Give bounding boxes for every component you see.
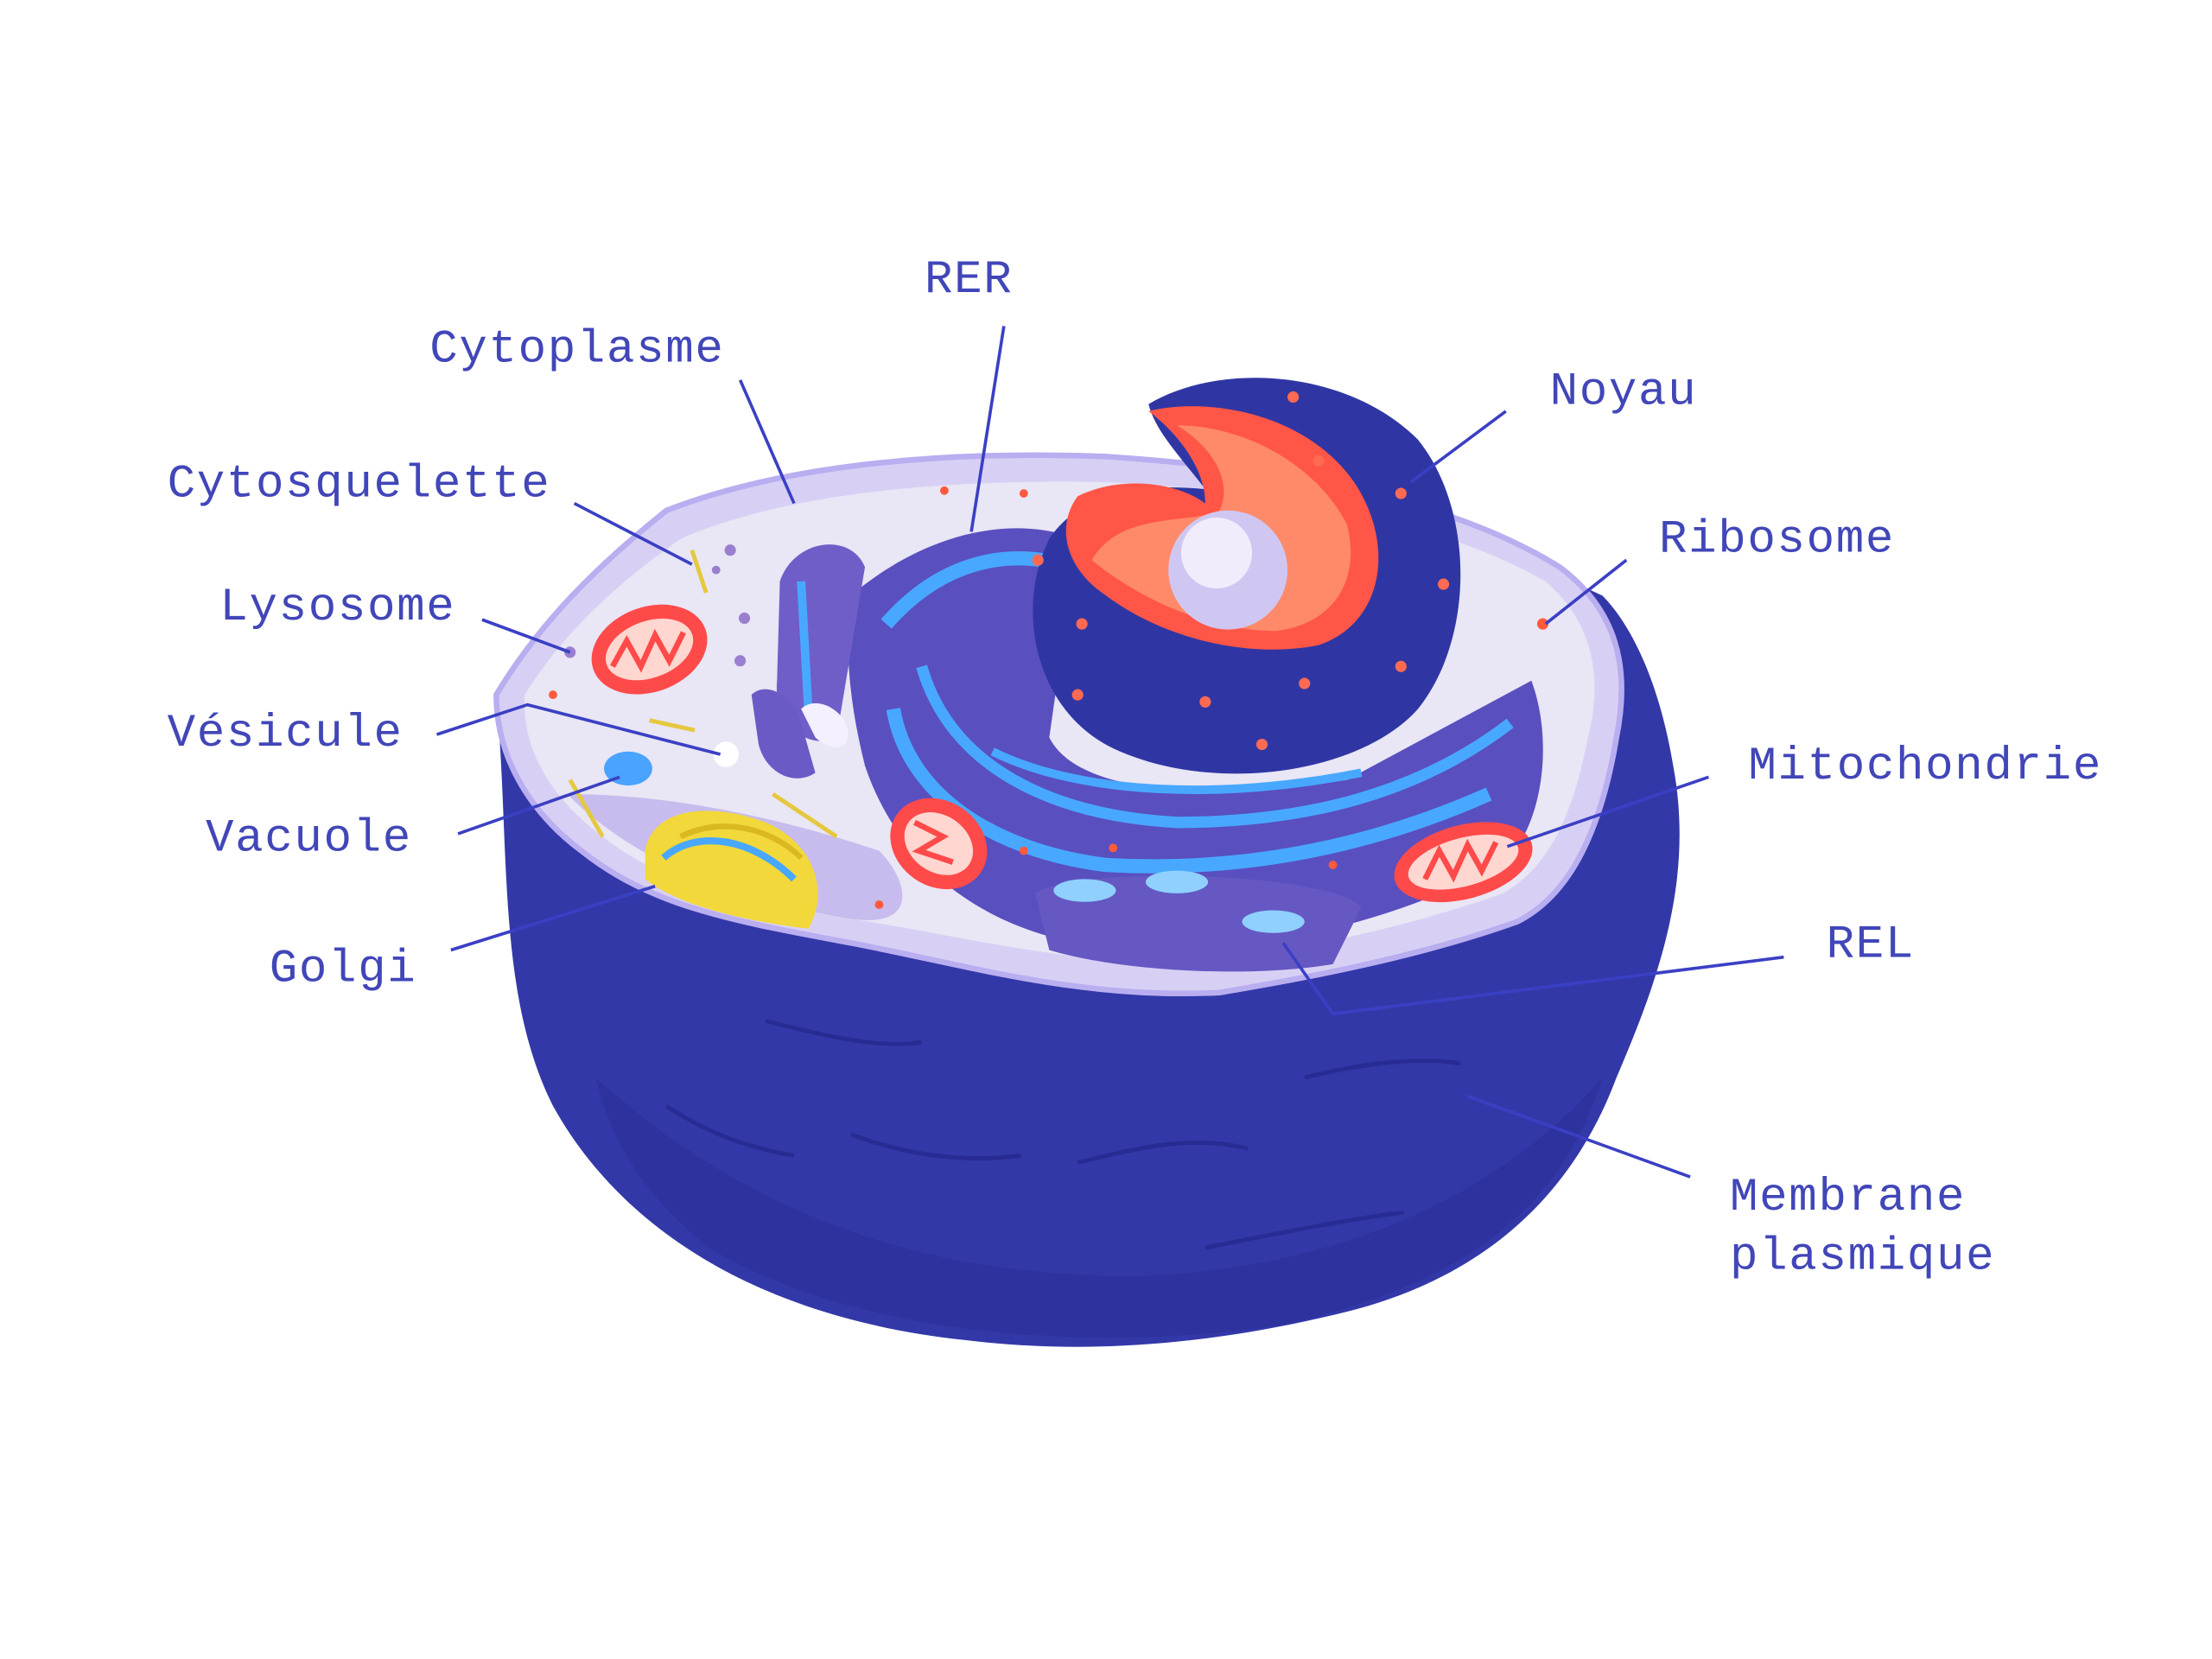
vesicle [713, 741, 739, 767]
endoplasmic-reticulum [751, 528, 1543, 949]
label-rer: RER [925, 254, 1013, 307]
label-noyau: Noyau [1550, 366, 1698, 419]
leader-ribosome [1544, 558, 1628, 626]
label-membrane-line1: Membrane [1730, 1172, 1966, 1224]
leader-vesicule [435, 702, 721, 756]
ribosomes [549, 486, 1548, 909]
label-cytosquelette: Cytosquelette [168, 458, 551, 511]
leader-mitochondrie [1506, 775, 1710, 849]
label-lysosome: Lysosome [219, 582, 455, 634]
membrane-texture [664, 1019, 1461, 1250]
label-vacuole: Vacuole [206, 813, 412, 866]
label-rel: REL [1827, 919, 1915, 972]
label-ribosome: Ribosome [1659, 513, 1895, 566]
leader-rel [1281, 942, 1784, 1016]
leader-noyau [1409, 410, 1507, 484]
leader-cytosquelette [573, 501, 693, 566]
leader-lysosome [481, 618, 571, 654]
cytoskeleton [568, 549, 838, 839]
lysosomes [564, 544, 751, 667]
leader-vacuole [457, 775, 620, 836]
nucleus [1032, 378, 1461, 774]
label-membrane-line2: plasmique [1730, 1231, 1995, 1284]
label-golgi: Golgi [270, 944, 417, 996]
mitochondria [591, 604, 1533, 903]
smooth-er [1034, 870, 1362, 972]
vesicle-large [801, 702, 849, 747]
label-vesicule: Vésicule [168, 708, 404, 760]
leader-golgi [450, 884, 656, 952]
membrane-shading [595, 1077, 1603, 1338]
leader-lines [435, 326, 1784, 1179]
label-cytoplasme: Cytoplasme [429, 323, 724, 376]
label-mitochondrie: Mitochondrie [1748, 741, 2102, 793]
golgi-apparatus [645, 810, 818, 929]
leader-rer [969, 326, 1006, 532]
leader-cytoplasme [738, 379, 796, 505]
leader-membrane [1466, 1094, 1691, 1179]
